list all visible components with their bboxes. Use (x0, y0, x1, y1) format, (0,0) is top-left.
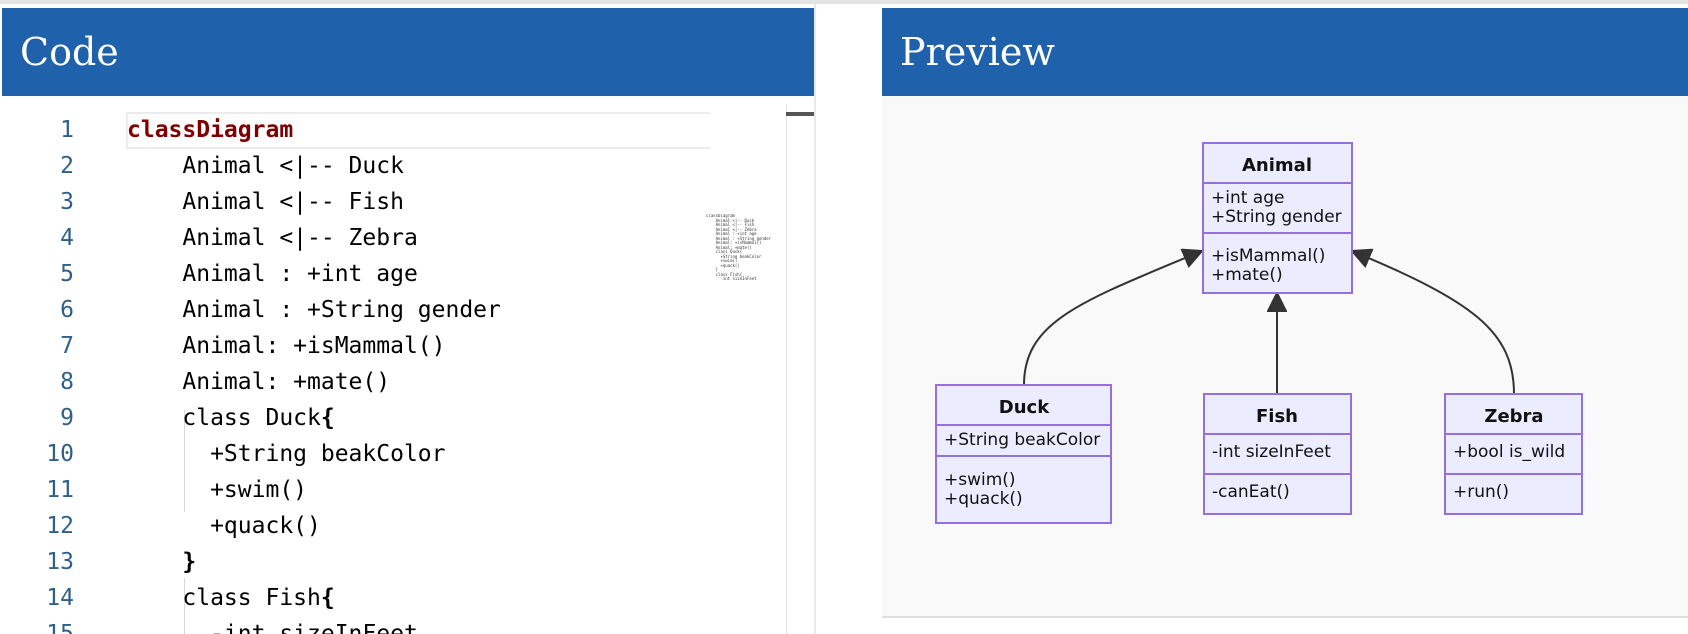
class-name-zebra: Zebra (1484, 406, 1543, 427)
indent-guide (184, 410, 185, 512)
code-line[interactable]: Animal: +mate() (127, 369, 391, 395)
line-number: 8 (60, 369, 74, 395)
line-number: 14 (46, 585, 74, 611)
inheritance-duck-to-animal (1023, 251, 1202, 386)
editor-vertical-ruler (786, 104, 787, 634)
class-method: +swim() (944, 470, 1016, 490)
editor-minimap[interactable]: classDiagram Animal <|-- Duck Animal <|-… (706, 214, 772, 281)
line-number: 1 (60, 117, 74, 143)
class-method: +quack() (944, 489, 1023, 509)
class-attribute: +String gender (1211, 207, 1342, 227)
code-line[interactable]: Animal : +int age (127, 261, 418, 287)
diagram-canvas: Animal +int age +String gender +isMammal… (882, 96, 1688, 618)
line-number: 12 (46, 513, 74, 539)
code-line[interactable]: } (182, 549, 197, 575)
code-line[interactable]: -int sizeInFeet (127, 621, 418, 634)
class-box-zebra[interactable]: Zebra +bool is_wild +run() (1444, 393, 1583, 515)
code-editor[interactable]: classDiagram Animal <|-- Duck Animal <|-… (0, 104, 814, 634)
class-box-fish[interactable]: Fish -int sizeInFeet -canEat() (1203, 393, 1352, 515)
code-line[interactable]: +String beakColor (127, 441, 446, 467)
code-line[interactable]: Animal <|-- Duck (127, 153, 404, 179)
line-number: 7 (60, 333, 74, 359)
class-attribute: -int sizeInFeet (1212, 442, 1331, 462)
line-number: 6 (60, 297, 74, 323)
class-box-animal[interactable]: Animal +int age +String gender +isMammal… (1202, 142, 1353, 294)
line-number: 13 (46, 549, 74, 575)
class-name-animal: Animal (1242, 155, 1312, 176)
inheritance-zebra-to-animal (1352, 251, 1515, 395)
class-method: +isMammal() (1211, 246, 1325, 266)
code-line[interactable]: +swim() (127, 477, 308, 503)
line-number: 5 (60, 261, 74, 287)
code-panel: Code classDiagram Animal <|-- Duck Anima… (0, 0, 814, 634)
class-attribute: +String beakColor (944, 430, 1100, 450)
class-box-duck[interactable]: Duck +String beakColor +swim() +quack() (935, 384, 1112, 524)
code-line[interactable]: classDiagram (127, 117, 294, 143)
line-number: 3 (60, 189, 74, 215)
line-number: 11 (46, 477, 74, 503)
class-method: -canEat() (1212, 482, 1290, 502)
line-number: 15 (46, 621, 74, 634)
code-line[interactable]: Animal <|-- Zebra (127, 225, 418, 251)
preview-panel-title: Preview (882, 8, 1688, 96)
code-panel-title: Code (2, 8, 814, 96)
code-line[interactable]: +quack() (127, 513, 321, 539)
class-attribute: +bool is_wild (1453, 442, 1565, 462)
class-diagram: Animal +int age +String gender +isMammal… (935, 142, 1583, 524)
editor-scrollbar[interactable] (786, 112, 814, 116)
line-number: 2 (60, 153, 74, 179)
class-method: +run() (1453, 482, 1509, 502)
current-line-highlight (126, 112, 710, 149)
class-name-duck: Duck (999, 397, 1050, 418)
code-line[interactable]: class Duck{ (127, 405, 335, 431)
code-line[interactable]: class Fish{ (127, 585, 335, 611)
class-method: +mate() (1211, 265, 1283, 285)
preview-panel: Preview Animal +int age +String gender +… (814, 0, 1688, 634)
line-number: 4 (60, 225, 74, 251)
code-line[interactable]: Animal <|-- Fish (127, 189, 404, 215)
code-line[interactable]: Animal : +String gender (127, 297, 501, 323)
class-name-fish: Fish (1256, 406, 1298, 427)
line-number: 9 (60, 405, 74, 431)
line-number: 10 (46, 441, 74, 467)
code-line[interactable]: Animal: +isMammal() (127, 333, 446, 359)
indent-guide (184, 578, 185, 634)
class-attribute: +int age (1211, 188, 1284, 208)
